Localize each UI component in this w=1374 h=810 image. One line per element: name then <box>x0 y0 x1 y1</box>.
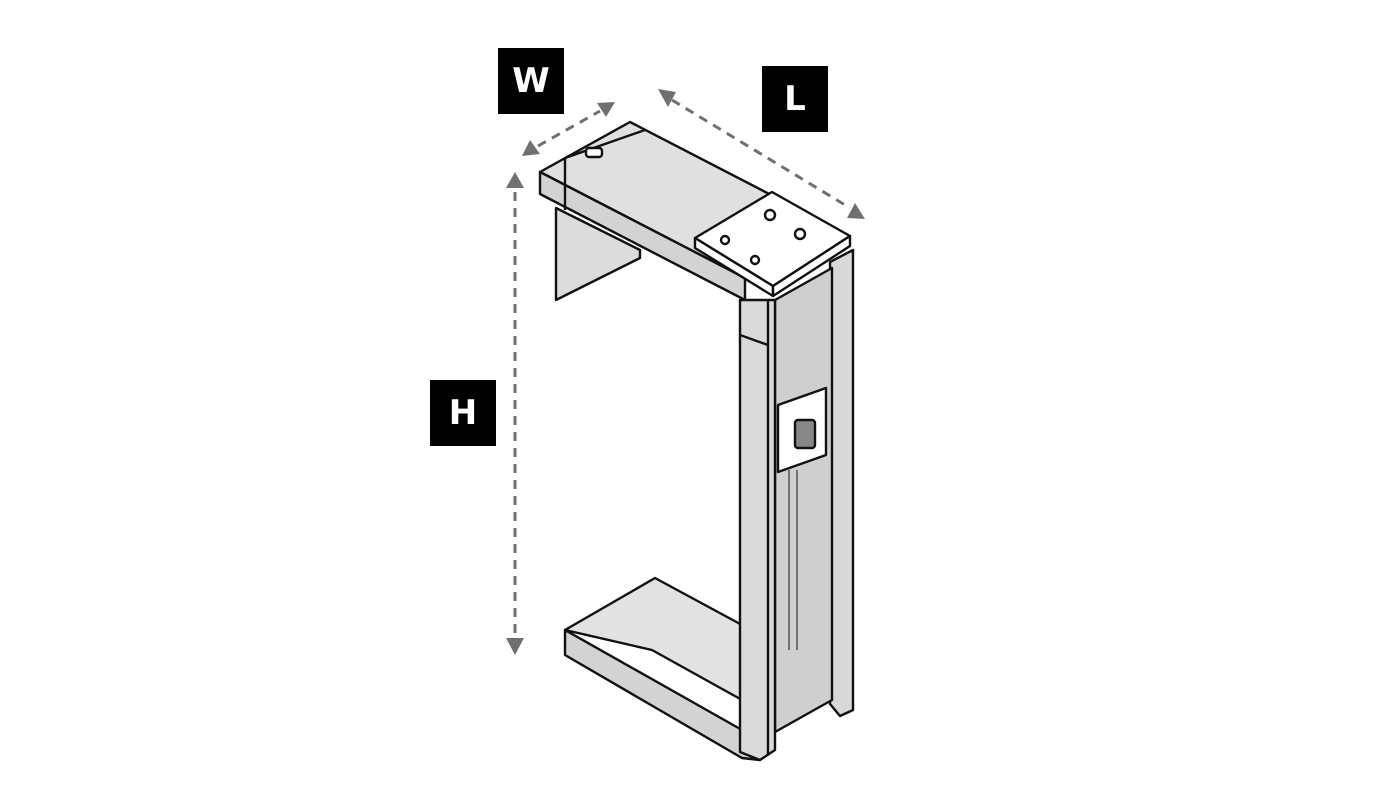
column-side <box>773 266 834 734</box>
length-label: L <box>762 66 828 132</box>
back-rail <box>828 248 855 718</box>
length-dimension <box>658 89 865 219</box>
column-front <box>738 298 777 762</box>
height-dimension <box>506 172 524 655</box>
adjustment-holes <box>788 470 798 650</box>
top-latch <box>584 146 604 159</box>
width-label: W <box>498 48 564 114</box>
top-side-panel <box>554 206 642 302</box>
release-button-icon <box>793 418 817 450</box>
width-dimension <box>522 102 615 156</box>
cpu-holder <box>538 120 855 762</box>
base-front <box>563 628 762 762</box>
height-label: H <box>430 380 496 446</box>
